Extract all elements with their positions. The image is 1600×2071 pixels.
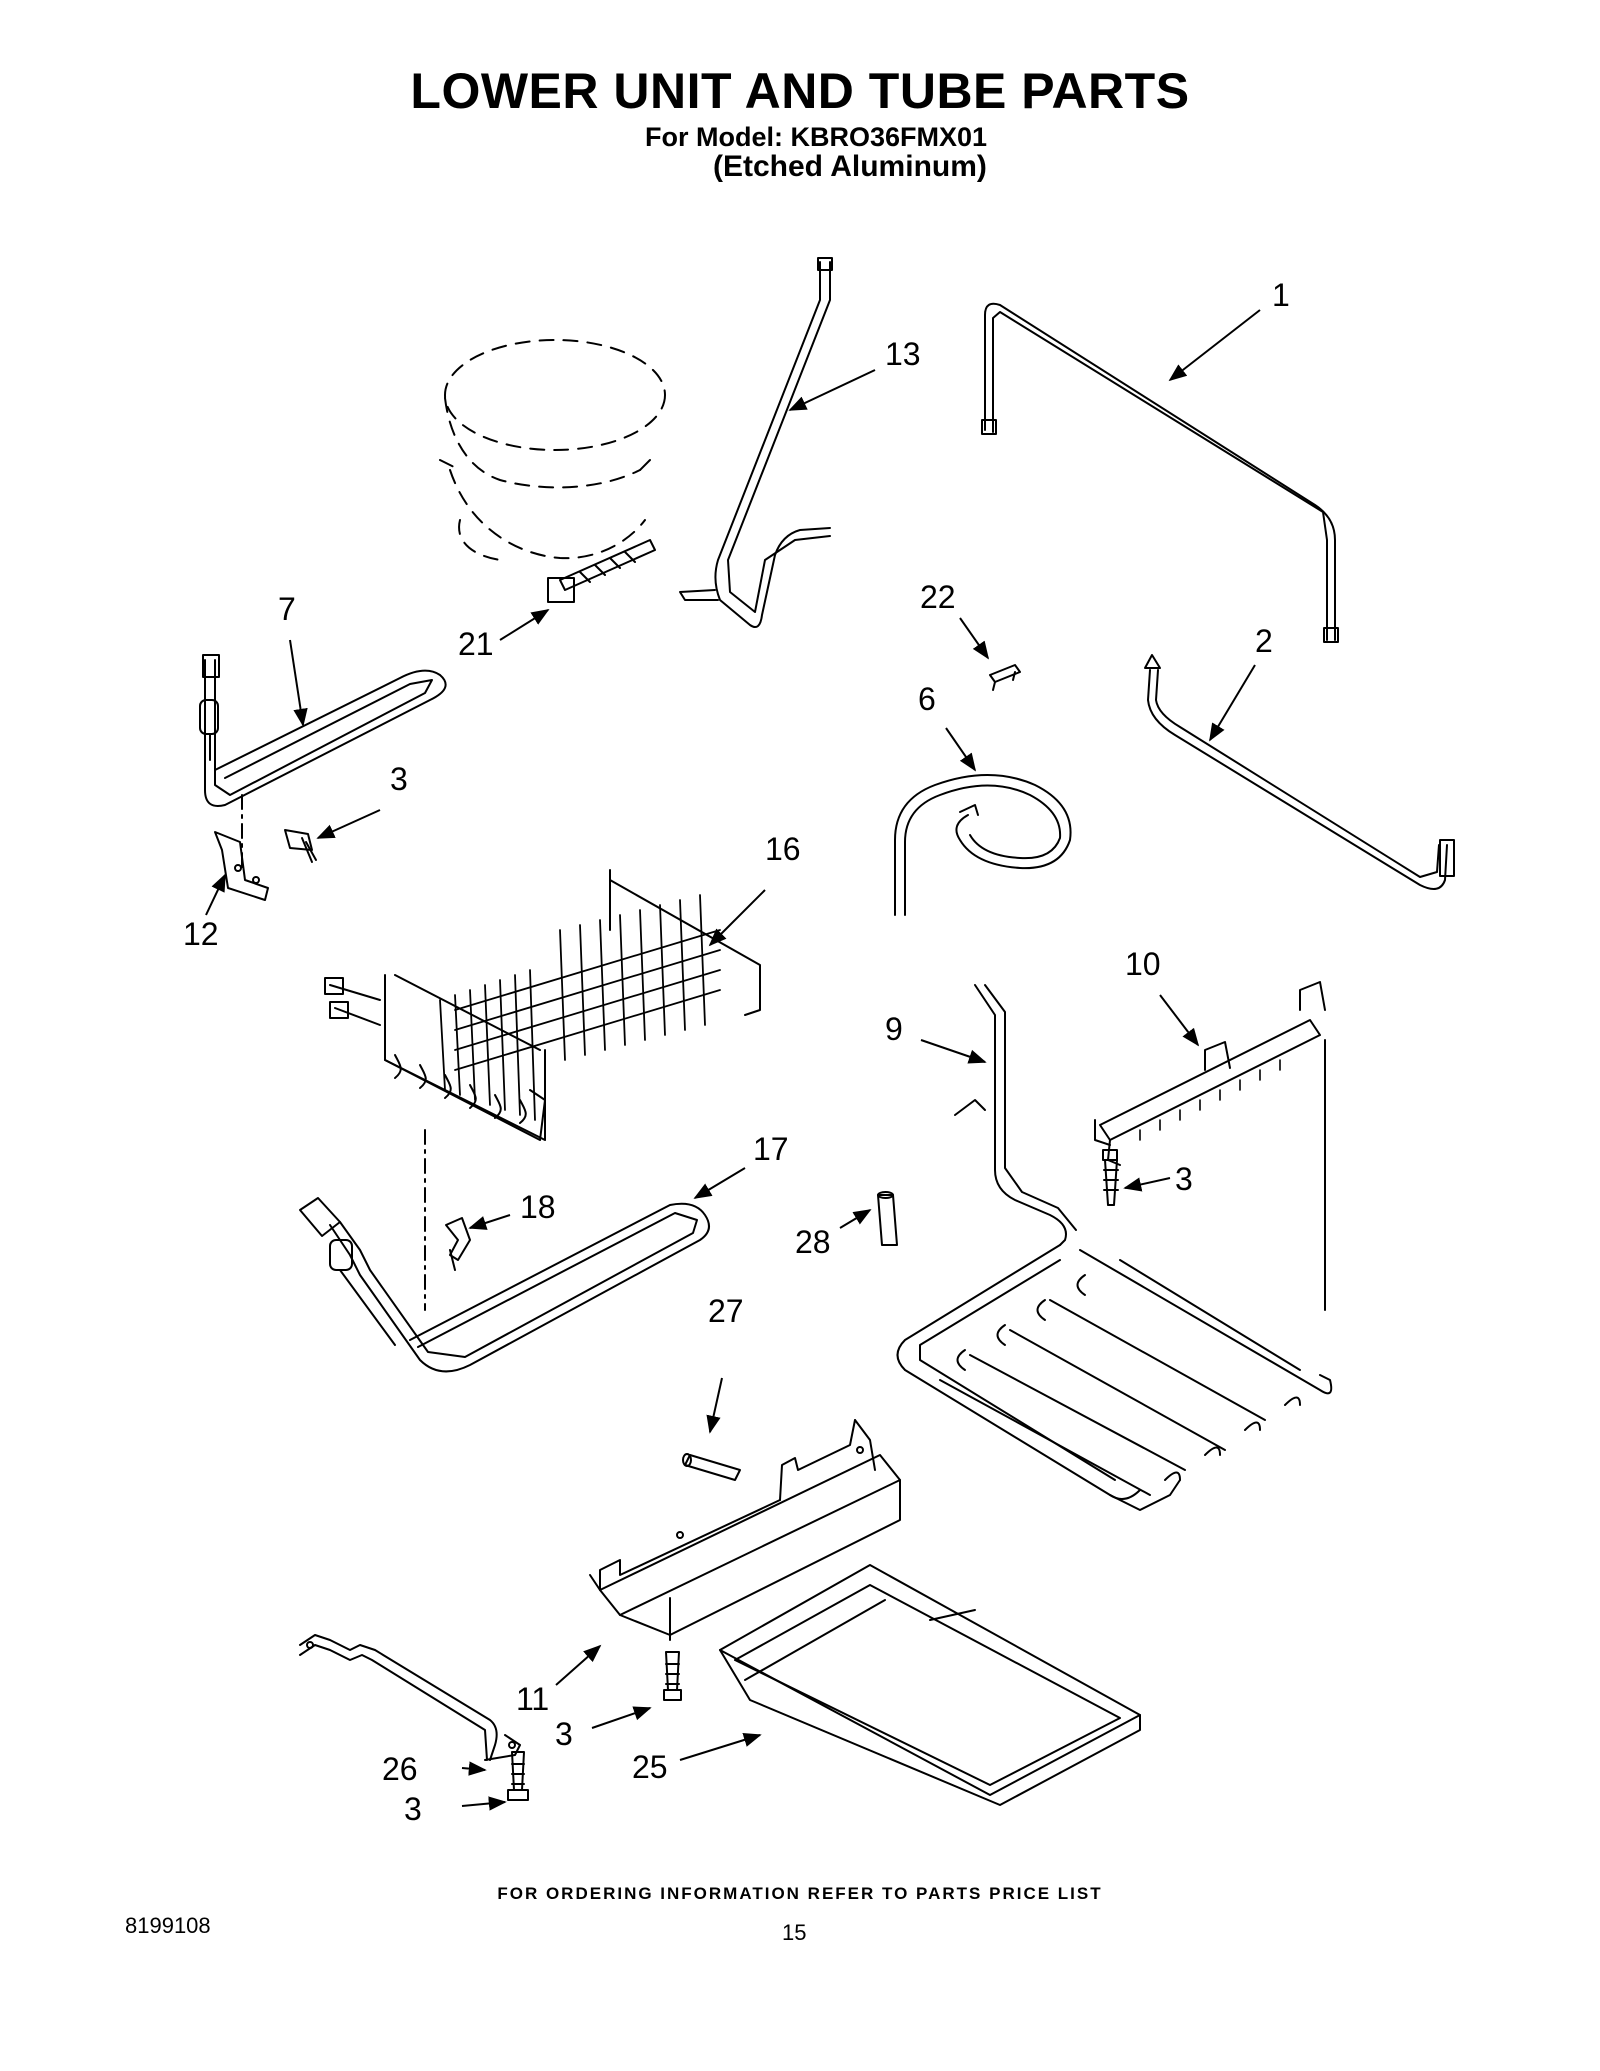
leader-9 (920, 1039, 987, 1064)
callout-21: 21 (458, 626, 494, 662)
part-27-tube (682, 1453, 741, 1481)
callout-12: 12 (183, 916, 219, 952)
part-3-screw-c (663, 1651, 682, 1701)
callout-3a: 3 (390, 761, 408, 797)
callout-10: 10 (1125, 946, 1161, 982)
callout-17: 17 (753, 1131, 789, 1167)
part-22-clip (989, 664, 1021, 691)
part-1-tube (981, 302, 1339, 643)
part-25-drip-pan (719, 1564, 1141, 1806)
callout-11: 11 (516, 1681, 549, 1717)
leader-26 (461, 1761, 487, 1776)
leader-2 (1209, 664, 1256, 742)
callout-7: 7 (278, 591, 296, 627)
leader-25 (679, 1732, 762, 1761)
callout-18: 18 (520, 1189, 556, 1225)
callout-28: 28 (795, 1224, 831, 1260)
part-28-tube (877, 1191, 898, 1246)
callout-22: 22 (920, 579, 956, 615)
leader-22 (959, 617, 990, 660)
part-16-evaporator (324, 869, 761, 1141)
leader-13 (788, 369, 876, 411)
leader-16 (708, 889, 766, 947)
part-18-clip (445, 1217, 471, 1271)
leader-28 (839, 1209, 872, 1229)
callout-25: 25 (632, 1749, 668, 1785)
leader-3a (316, 809, 381, 839)
leader-18 (468, 1214, 511, 1230)
part-10-bracket (1094, 981, 1326, 1166)
part-9-condenser (896, 984, 1333, 1511)
part-11-tray (589, 1419, 901, 1641)
callout-2: 2 (1255, 623, 1273, 659)
part-2-tube (1144, 654, 1455, 890)
callout-3d: 3 (404, 1791, 422, 1827)
compressor-outline (439, 339, 666, 561)
callout-9: 9 (885, 1011, 903, 1047)
callout-1: 1 (1272, 277, 1290, 313)
part-17-heater (299, 1197, 710, 1373)
part-7-heater (199, 654, 447, 807)
page-title: LOWER UNIT AND TUBE PARTS (410, 63, 1190, 119)
callout-26: 26 (382, 1751, 418, 1787)
leader-3d (461, 1796, 507, 1811)
page-number: 15 (782, 1920, 807, 1945)
leader-3c (591, 1706, 652, 1729)
callout-16: 16 (765, 831, 801, 867)
leader-21 (499, 609, 550, 641)
part-26-rod (299, 1634, 521, 1761)
callout-13: 13 (885, 336, 921, 372)
leader-17 (693, 1167, 746, 1199)
callout-3c: 3 (555, 1716, 573, 1752)
leader-6 (945, 727, 977, 772)
part-12-bracket (214, 831, 269, 901)
leader-27 (706, 1377, 723, 1434)
part-3-screw-a (284, 829, 317, 863)
part-3-screw-d (507, 1751, 529, 1801)
part-3-screw-b (1102, 1149, 1119, 1206)
document-number: 8199108 (125, 1913, 211, 1938)
part-13-tube (679, 257, 833, 628)
model-number: For Model: KBRO36FMX01 (645, 122, 988, 152)
callout-6: 6 (918, 681, 936, 717)
part-21-cable-tie (547, 539, 656, 603)
leader-12 (205, 873, 226, 916)
leader-1 (1168, 309, 1261, 382)
ordering-note: FOR ORDERING INFORMATION REFER TO PARTS … (497, 1884, 1103, 1903)
callout-3b: 3 (1175, 1161, 1193, 1197)
callout-leaders (205, 309, 1261, 1811)
leader-3b (1123, 1177, 1171, 1192)
leader-10 (1159, 994, 1200, 1047)
callout-27: 27 (708, 1293, 744, 1329)
leader-11 (555, 1644, 602, 1686)
model-finish: (Etched Aluminum) (713, 150, 987, 183)
leader-7 (289, 639, 308, 727)
part-6-coiled-tube (894, 774, 1072, 916)
